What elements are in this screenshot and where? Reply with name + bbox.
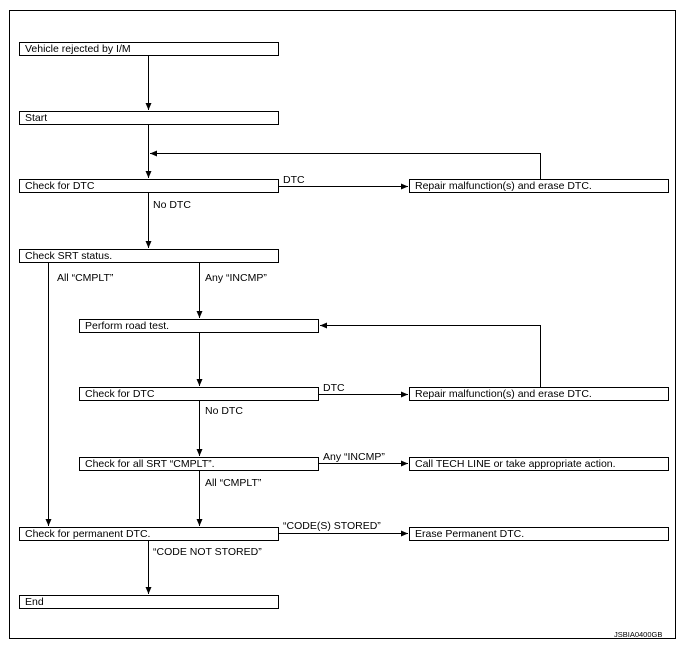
box-vehicle-rejected: Vehicle rejected by I/M <box>19 42 279 56</box>
box-road-test: Perform road test. <box>79 319 319 333</box>
diagram-frame <box>9 10 676 639</box>
box-check-srt: Check SRT status. <box>19 249 279 263</box>
label-any-incmp-1: Any “INCMP” <box>205 272 267 284</box>
label-any-incmp-2: Any “INCMP” <box>323 451 385 463</box>
box-check-dtc-1: Check for DTC <box>19 179 279 193</box>
label-all-cmplt-2: All “CMPLT” <box>205 477 262 489</box>
box-check-all-srt: Check for all SRT “CMPLT”. <box>79 457 319 471</box>
box-start: Start <box>19 111 279 125</box>
box-repair-2: Repair malfunction(s) and erase DTC. <box>409 387 669 401</box>
label-codes-stored: “CODE(S) STORED” <box>283 520 381 532</box>
box-erase-permanent: Erase Permanent DTC. <box>409 527 669 541</box>
box-repair-1: Repair malfunction(s) and erase DTC. <box>409 179 669 193</box>
label-code-not-stored: “CODE NOT STORED” <box>153 546 262 558</box>
box-check-permanent-dtc: Check for permanent DTC. <box>19 527 279 541</box>
box-check-dtc-2: Check for DTC <box>79 387 319 401</box>
box-end: End <box>19 595 279 609</box>
loop-repair-to-road-test <box>320 322 541 387</box>
label-dtc-1: DTC <box>283 174 305 186</box>
figure-code: JSBIA0400GB <box>614 630 663 639</box>
label-no-dtc-1: No DTC <box>153 199 191 211</box>
label-all-cmplt-1: All “CMPLT” <box>57 272 114 284</box>
loop-repair-to-start <box>150 150 541 179</box>
label-dtc-2: DTC <box>323 382 345 394</box>
box-call-tech-line: Call TECH LINE or take appropriate actio… <box>409 457 669 471</box>
label-no-dtc-2: No DTC <box>205 405 243 417</box>
